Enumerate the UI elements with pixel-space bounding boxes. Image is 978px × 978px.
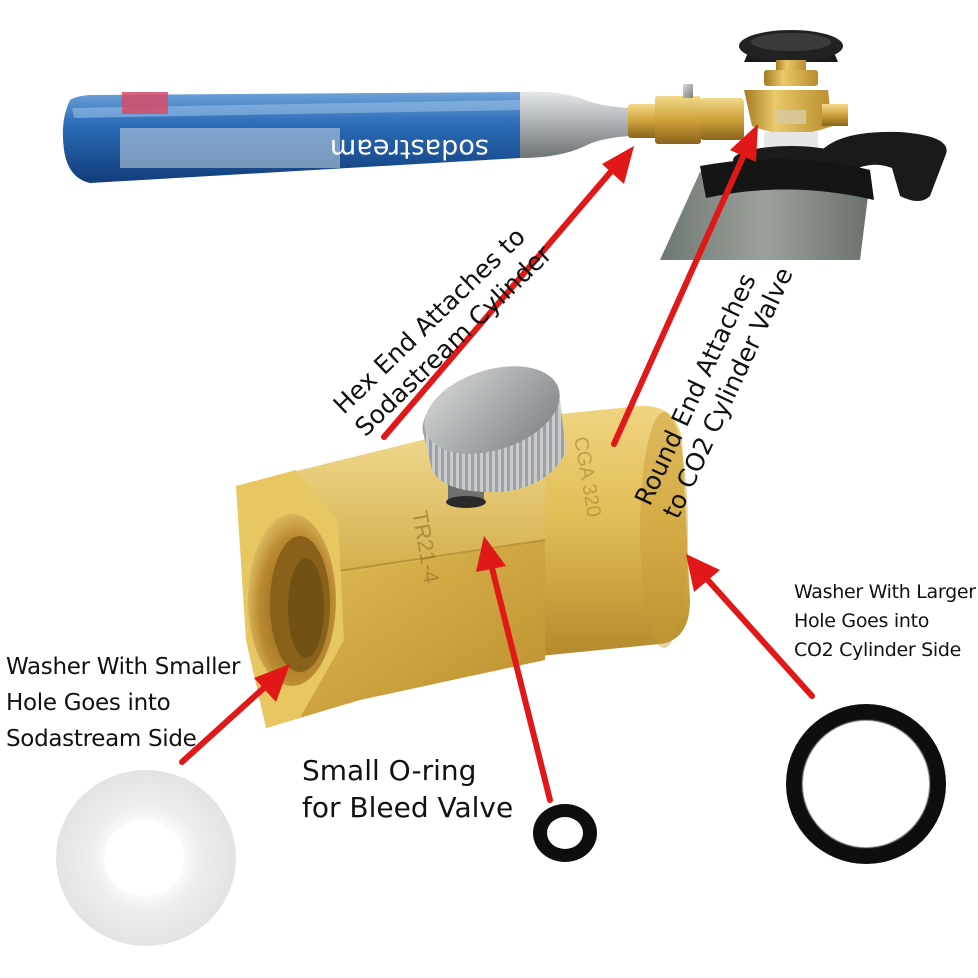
main-brass-adapter: TR21-4 CGA 320	[236, 366, 690, 728]
label-large-washer: Washer With Larger Hole Goes into CO2 Cy…	[794, 578, 976, 665]
small-bleed-oring	[533, 804, 597, 862]
label-large-washer-line-1: Washer With Larger	[794, 581, 976, 603]
label-small-oring-line-2: for Bleed Valve	[302, 791, 514, 824]
label-large-washer-line-2: Hole Goes into	[794, 610, 930, 632]
label-small-oring: Small O-ring for Bleed Valve	[302, 752, 513, 826]
co2-tank	[660, 131, 947, 260]
top-brass-adapter	[628, 84, 744, 144]
cylinder-brand-text: sodastream	[330, 133, 489, 164]
arrow-small-washer	[179, 664, 290, 765]
label-small-washer: Washer With Smaller Hole Goes into Sodas…	[6, 649, 240, 757]
label-small-washer-line-1: Washer With Smaller	[6, 654, 241, 680]
arrow-hex-end	[381, 146, 634, 440]
small-hole-washer	[56, 770, 236, 946]
arrow-large-washer	[686, 554, 815, 699]
sodastream-cylinder: sodastream	[62, 91, 630, 183]
arrow-bleed-oring	[476, 536, 553, 803]
label-small-oring-line-1: Small O-ring	[302, 754, 477, 787]
label-large-washer-line-3: CO2 Cylinder Side	[794, 639, 962, 661]
label-small-washer-line-3: Sodastream Side	[6, 726, 197, 752]
label-small-washer-line-2: Hole Goes into	[6, 690, 171, 716]
arrow-round-end	[611, 124, 758, 447]
large-hole-washer-oring	[786, 704, 946, 864]
